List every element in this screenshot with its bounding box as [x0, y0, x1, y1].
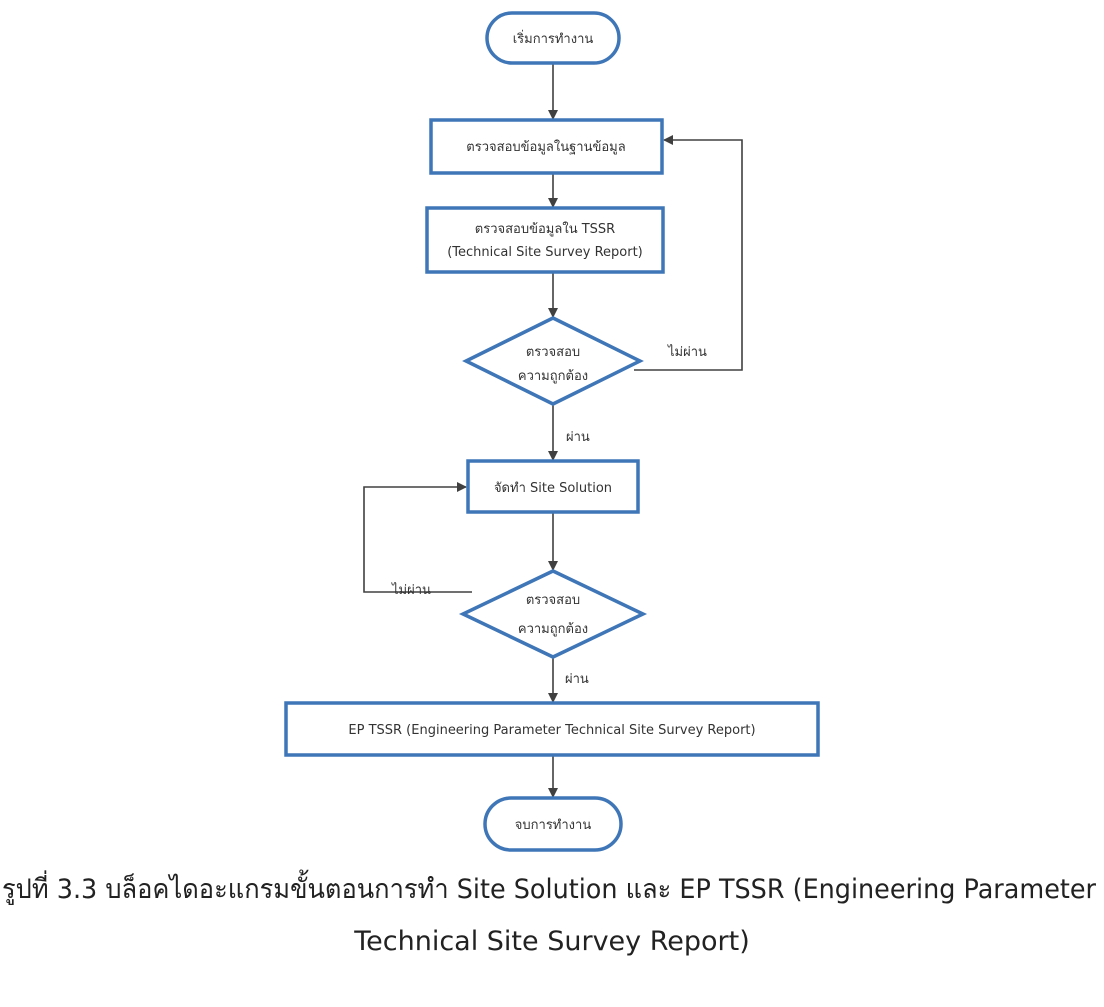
arrow-decision2-fail-loop — [363, 482, 472, 593]
decision1-node: ตรวจสอบ ความถูกต้อง — [462, 316, 644, 406]
decision2-node: ตรวจสอบ ความถูกต้อง — [458, 569, 648, 659]
check-tssr-label-line2: (Technical Site Survey Report) — [447, 245, 643, 260]
decision1-fail-label: ไม่ผ่าน — [667, 344, 707, 360]
end-node-label: จบการทำงาน — [515, 818, 592, 833]
figure-caption-line2: Technical Site Survey Report) — [353, 926, 750, 957]
decision2-pass-label: ผ่าน — [565, 672, 589, 687]
ep-tssr-node: EP TSSR (Engineering Parameter Technical… — [284, 701, 820, 757]
site-solution-node: จัดทำ Site Solution — [466, 459, 640, 514]
decision1-label-line2: ความถูกต้อง — [518, 369, 588, 384]
check-tssr-node: ตรวจสอบข้อมูลใน TSSR (Technical Site Sur… — [425, 206, 665, 274]
decision1-pass-label: ผ่าน — [566, 430, 590, 445]
decision1-label-line1: ตรวจสอบ — [526, 345, 580, 360]
decision2-label-line1: ตรวจสอบ — [526, 593, 580, 608]
check-tssr-label-line1: ตรวจสอบข้อมูลใน TSSR — [475, 221, 615, 237]
ep-tssr-label: EP TSSR (Engineering Parameter Technical… — [348, 723, 755, 738]
check-database-node: ตรวจสอบข้อมูลในฐานข้อมูล — [429, 118, 664, 175]
decision2-label-line2: ความถูกต้อง — [518, 622, 588, 637]
figure-caption-line1: รูปที่ 3.3 บล็อคไดอะแกรมขั้นตอนการทำ Sit… — [2, 869, 1097, 905]
arrow-decision1-fail-loop — [634, 135, 743, 371]
connectors — [363, 63, 743, 798]
start-node-label: เริ่มการทำงาน — [513, 30, 594, 47]
decision2-fail-label: ไม่ผ่าน — [391, 582, 431, 598]
site-solution-label: จัดทำ Site Solution — [494, 481, 612, 496]
end-node: จบการทำงาน — [483, 796, 623, 852]
start-node: เริ่มการทำงาน — [485, 11, 621, 65]
check-database-label: ตรวจสอบข้อมูลในฐานข้อมูล — [466, 139, 625, 155]
